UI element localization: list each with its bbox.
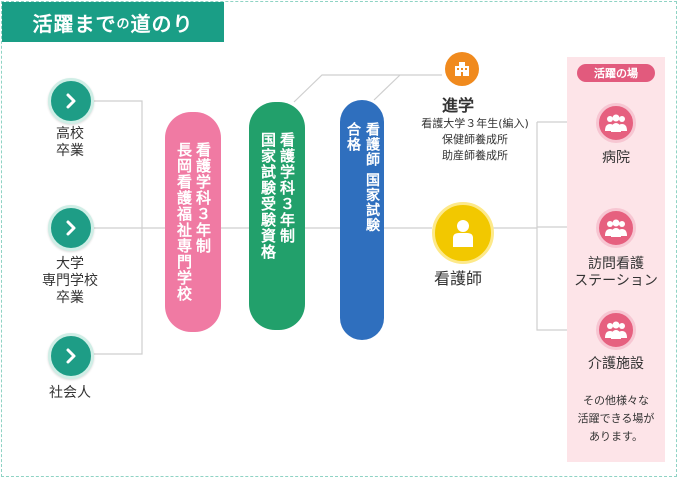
nurse-label: 看護師 xyxy=(434,269,483,288)
start-working-adult-button[interactable] xyxy=(48,333,94,379)
advancement-item: 助産師養成所 xyxy=(442,149,508,162)
start-working-adult-label: 社会人 xyxy=(49,385,91,401)
people-group-icon xyxy=(596,310,636,350)
page-title: 活躍までの道のり xyxy=(2,2,224,42)
advancement-title: 進学 xyxy=(442,96,475,115)
workplaces-note: その他様々な 活躍できる場が あります。 xyxy=(577,394,655,443)
chevron-right-icon xyxy=(66,220,76,236)
chevron-right-icon xyxy=(66,93,76,109)
start-university-button[interactable] xyxy=(48,205,94,251)
stage-exam-pass: 看護師 国家試験 合格 xyxy=(340,100,384,340)
stage-exam-eligibility-text: 看護学科３年制 国家試験受験資格 xyxy=(259,132,296,260)
connector-exam-to-advancement xyxy=(293,74,442,103)
stage-exam-pass-text: 看護師 国家試験 合格 xyxy=(345,122,380,233)
people-group-icon xyxy=(596,208,636,248)
stage-exam-eligibility: 看護学科３年制 国家試験受験資格 xyxy=(249,102,305,330)
nurse-person-icon xyxy=(432,202,494,264)
people-group-icon xyxy=(596,103,636,143)
chevron-right-icon xyxy=(66,348,76,364)
stage-course-text: 看護学科３年制 長岡看護福祉専門学校 xyxy=(175,142,212,302)
school-building-icon xyxy=(445,52,479,86)
start-highschool-label: 高校 卒業 xyxy=(56,126,84,159)
advancement-item: 保健師養成所 xyxy=(442,133,508,146)
start-university-label: 大学 専門学校 卒業 xyxy=(42,256,98,306)
title-particle: の xyxy=(116,16,131,32)
start-highschool-button[interactable] xyxy=(48,78,94,124)
advancement-item: 看護大学３年生(編入) xyxy=(421,117,529,130)
title-tail: 道のり xyxy=(130,11,194,36)
workplace-home-nursing-label: 訪問看護 ステーション xyxy=(574,256,658,289)
workplace-care-facility-label: 介護施設 xyxy=(588,356,644,372)
workplaces-badge: 活躍の場 xyxy=(577,64,655,82)
title-main: 活躍まで xyxy=(32,11,117,36)
connector-pass-to-advancement xyxy=(373,74,401,101)
stage-course: 看護学科３年制 長岡看護福祉専門学校 xyxy=(165,112,221,332)
workplace-hospital-label: 病院 xyxy=(602,150,630,166)
advancement-list: 看護大学３年生(編入) 保健師養成所 助産師養成所 xyxy=(400,116,550,164)
